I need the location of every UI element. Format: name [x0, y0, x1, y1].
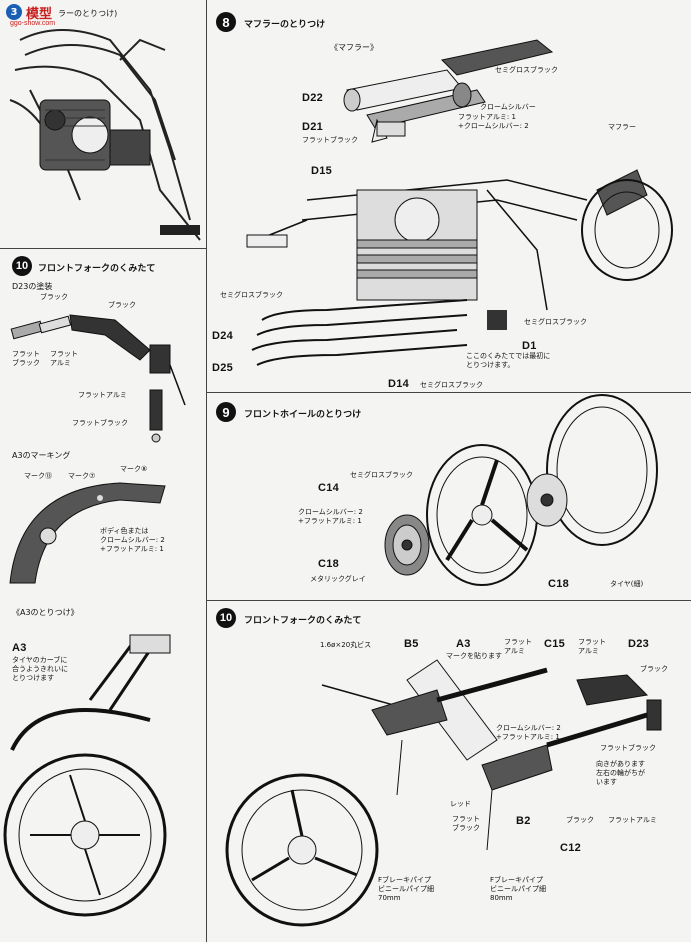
label-a3-note: マークを貼ります — [446, 652, 502, 660]
label-direction-note: 向きがあります左右の輪がちがいます — [596, 760, 645, 786]
label-flat-alumi-c: フラットアルミ — [608, 816, 657, 824]
part-b5: B5 — [404, 638, 419, 650]
label-mark-13: マーク⑬ — [24, 472, 52, 480]
step-8-title: マフラーのとりつけ — [244, 20, 326, 30]
label-screw: 1.6ø×20丸ビス — [320, 641, 372, 649]
step-10b-title: フロントフォークのくみたて — [244, 616, 362, 626]
engine-frame-illustration — [9, 29, 201, 241]
fork-exploded-illustration — [225, 659, 662, 927]
label-muffler: マフラー — [608, 123, 636, 131]
label-flat-alumi-b: フラットアルミ — [578, 638, 606, 655]
frame-exhaust-illustration — [246, 169, 673, 366]
vertical-divider — [206, 0, 207, 942]
step-10-title: フロントフォークのくみたて — [38, 264, 156, 274]
label-flat-black-a: フラットブラック — [600, 744, 656, 752]
label-semigloss-black-3: セミグロスブラック — [524, 318, 587, 326]
part-d23: D23 — [628, 638, 650, 650]
label-semigloss-black-4: セミグロスブラック — [420, 381, 483, 389]
topleft-title: ラーのとりつけ) — [58, 9, 118, 18]
part-c14: C14 — [318, 482, 340, 494]
label-mark-7: マーク⑦ — [68, 472, 96, 480]
part-a3: A3 — [12, 642, 27, 654]
step-8-number: 8 — [216, 12, 236, 32]
part-b2: B2 — [516, 815, 531, 827]
label-black-b: ブラック — [566, 816, 594, 824]
a3-attach-title: 《A3のとりつけ》 — [12, 608, 79, 617]
part-d24: D24 — [212, 330, 234, 342]
label-chrome-mix: クロームシルバー: 2+フラットアルミ: 1 — [298, 508, 363, 525]
label-chrome-silver: クロームシルバー — [480, 103, 536, 111]
label-black-2: ブラック — [108, 301, 136, 309]
label-tire: タイヤ(細) — [610, 580, 644, 588]
label-flat-black: フラットブラック — [302, 136, 358, 144]
label-flat-alumi-a: フラットアルミ — [504, 638, 532, 655]
section-divider — [0, 248, 206, 249]
label-metallic-grey: メタリックグレイ — [310, 575, 366, 583]
label-semigloss-black-2: セミグロスブラック — [220, 291, 283, 299]
label-semigloss-black: セミグロスブラック — [495, 66, 558, 74]
section-divider — [207, 600, 691, 601]
label-flat-black-b: フラットブラック — [452, 815, 480, 832]
note-d1: ここのくみたてでは最初にとりつけます。 — [466, 352, 551, 369]
label-flat-alumi-1: フラットアルミ — [50, 350, 78, 367]
label-flat-alumi-mix: フラットアルミ: 1+クロームシルバー: 2 — [458, 113, 529, 130]
part-d14: D14 — [388, 378, 410, 390]
topleft-step-number: 3 — [6, 4, 22, 20]
label-flat-black-1: フラットブラック — [12, 350, 40, 367]
label-black-a: ブラック — [640, 665, 668, 673]
label-black-1: ブラック — [40, 293, 68, 301]
part-d25: D25 — [212, 362, 234, 374]
step-9-title: フロントホイールのとりつけ — [244, 410, 362, 420]
step-8-subhead: 《マフラー》 — [330, 43, 378, 52]
part-d1: D1 — [522, 340, 537, 352]
step-9-number: 9 — [216, 402, 236, 422]
step-10b-number: 10 — [216, 608, 236, 628]
a3-marking-title: A3のマーキング — [12, 451, 71, 460]
label-chrome-mix-b: クロームシルバー: 2+フラットアルミ: 1 — [496, 724, 561, 741]
part-c15: C15 — [544, 638, 566, 650]
part-d15: D15 — [311, 165, 333, 177]
d23-paint-heading: D23の塗装 — [12, 282, 53, 291]
step-10-number: 10 — [12, 256, 32, 276]
part-a3-b: A3 — [456, 638, 471, 650]
label-semigloss-black-wheel: セミグロスブラック — [350, 471, 413, 479]
front-fender-illustration — [9, 482, 166, 584]
handlebar-illustration — [10, 314, 186, 443]
a3-attach-note: タイヤのカーブに合うようきれいにとりつけます — [12, 656, 68, 682]
watermark-site: ggo-show.com — [10, 20, 56, 27]
muffler-parts-illustration — [343, 39, 554, 143]
part-c18-a: C18 — [318, 558, 340, 570]
wheel-exploded-illustration — [384, 394, 658, 586]
label-flat-alumi-2: フラットアルミ — [78, 391, 127, 399]
label-flat-black-2: フラットブラック — [72, 419, 128, 427]
part-c12: C12 — [560, 842, 582, 854]
part-d21: D21 — [302, 121, 324, 133]
label-mark-8: マーク⑧ — [120, 465, 148, 473]
part-d22: D22 — [302, 92, 324, 104]
part-c18-b: C18 — [548, 578, 570, 590]
label-body-color: ボディ色またはクロームシルバー: 2+フラットアルミ: 1 — [100, 527, 165, 553]
section-divider — [207, 392, 691, 393]
front-wheel-fork-illustration — [3, 634, 171, 917]
watermark-logo: 模型 — [26, 6, 53, 21]
label-red: レッド — [450, 800, 471, 808]
